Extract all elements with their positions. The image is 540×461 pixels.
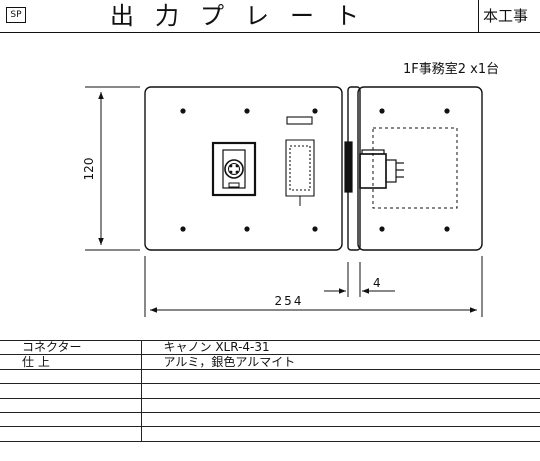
row-label: 仕 上 — [22, 354, 50, 369]
width-dimension — [144, 256, 483, 317]
table-row: 仕 上 アルミ，銀色アルマイト — [0, 354, 540, 370]
header-bar — [0, 0, 540, 33]
row-label: コネクター — [22, 340, 82, 355]
row-label — [0, 368, 142, 384]
spec-table: コネクター キャノン XLR-4-31 仕 上 アルミ，銀色アルマイト — [0, 339, 540, 442]
table-row — [0, 426, 540, 442]
mounting-screws — [180, 108, 318, 232]
thickness-dimension — [324, 262, 395, 297]
thickness-label: 4 — [373, 276, 381, 290]
row-label — [0, 383, 142, 399]
table-row — [0, 383, 540, 399]
row-value — [141, 383, 540, 399]
dsub-connector-front — [285, 116, 315, 206]
height-label: 120 — [82, 158, 96, 181]
table-row — [0, 368, 540, 384]
rear-plate — [357, 86, 483, 251]
row-label — [0, 426, 142, 442]
row-value: キャノン XLR-4-31 — [141, 339, 540, 355]
table-row — [0, 397, 540, 413]
table-row: コネクター キャノン XLR-4-31 — [0, 339, 540, 355]
row-value — [141, 411, 540, 427]
quantity-note: 1F事務室2 x1台 — [403, 62, 500, 77]
row-value — [141, 426, 540, 442]
header-right-label: 本工事 — [483, 7, 529, 25]
row-label — [0, 397, 142, 413]
xlr-connector-front — [211, 141, 257, 197]
row-value — [141, 397, 540, 413]
sp-badge: SP — [6, 7, 26, 23]
table-row — [0, 411, 540, 427]
row-value: アルミ，銀色アルマイト — [141, 354, 540, 370]
row-label — [0, 411, 142, 427]
height-dimension — [85, 86, 140, 251]
header-divider — [478, 0, 479, 32]
front-plate — [144, 86, 343, 251]
back-box-outline — [372, 127, 458, 209]
row-value — [141, 368, 540, 384]
drawing-title: 出力プレート — [110, 2, 380, 30]
width-label: 254 — [275, 294, 304, 308]
xlr-connector-side — [344, 141, 404, 193]
